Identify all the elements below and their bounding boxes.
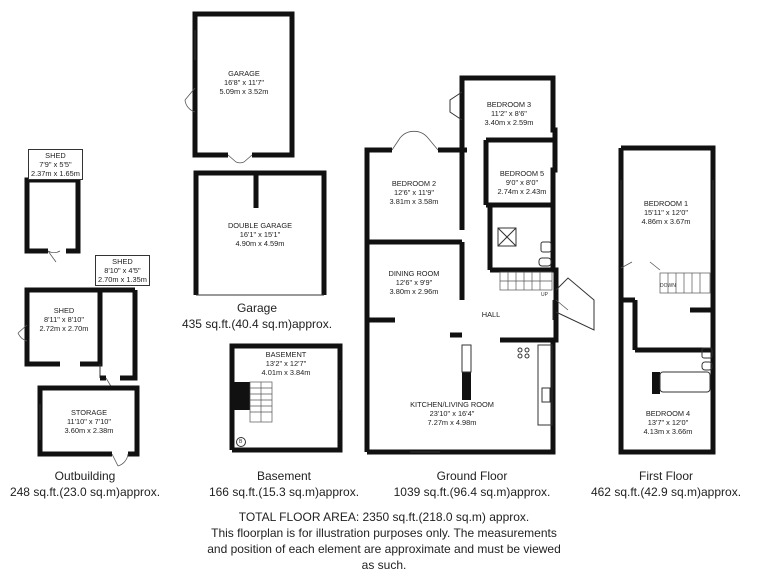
shed-small-door xyxy=(47,250,61,263)
label-hall: HALL xyxy=(481,310,501,319)
footer-disclaimer: TOTAL FLOOR AREA: 2350 sq.ft.(218.0 sq.m… xyxy=(0,509,768,573)
caption-garage: Garage 435 sq.ft.(40.4 sq.m)approx. xyxy=(182,300,332,332)
stairs-up-marker: UP xyxy=(541,292,548,298)
label-shed-right: SHED 8'10" x 4'5" 2.70m x 1.35m xyxy=(95,255,150,286)
caption-first-area: 462 sq.ft.(42.9 sq.m)approx. xyxy=(590,485,742,499)
basement-walls xyxy=(229,343,343,453)
boiler-icon xyxy=(236,437,246,447)
first-floor-plan xyxy=(618,145,716,455)
label-kitchen: KITCHEN/LIVING ROOM 23'10" x 16'4" 7.27m… xyxy=(410,400,494,427)
caption-first-title: First Floor xyxy=(638,469,693,483)
caption-garage-title: Garage xyxy=(236,301,278,315)
caption-outbuilding-area: 248 sq.ft.(23.0 sq.m)approx. xyxy=(9,485,161,499)
first-stairs xyxy=(659,272,711,294)
label-dining-room: DINING ROOM 12'6" x 9'9" 3.80m x 2.96m xyxy=(388,269,440,296)
caption-ground-title: Ground Floor xyxy=(436,469,508,483)
first-outer-walls xyxy=(618,145,716,455)
stairs-down-marker: DOWN xyxy=(660,283,676,289)
outbuilding-plan xyxy=(17,177,140,467)
wc-basin xyxy=(540,241,552,253)
label-shed-left: SHED 8'11" x 8'10" 2.72m x 2.70m xyxy=(39,306,89,333)
caption-basement-area: 166 sq.ft.(15.3 sq.m)approx. xyxy=(208,485,360,499)
caption-garage-area: 435 sq.ft.(40.4 sq.m)approx. xyxy=(181,317,333,331)
wc-toilet xyxy=(538,257,552,267)
entrance-porch xyxy=(555,277,595,331)
caption-ground-area: 1039 sq.ft.(96.4 sq.m)approx. xyxy=(393,485,551,499)
double-garage-walls xyxy=(193,170,327,295)
caption-ground-floor: Ground Floor 1039 sq.ft.(96.4 sq.m)appro… xyxy=(394,468,551,500)
label-garage: GARAGE 16'8" x 11'7" 5.09m x 3.52m xyxy=(219,69,269,96)
basement-stair-void xyxy=(232,382,250,410)
disclaimer-line-1: This floorplan is for illustration purpo… xyxy=(211,526,557,540)
caption-outbuilding-title: Outbuilding xyxy=(54,469,116,483)
storage-door xyxy=(111,453,129,467)
label-bedroom5: BEDROOM 5 9'0" x 8'0" 2.74m x 2.43m xyxy=(497,169,547,196)
ground-outer-walls xyxy=(364,147,392,452)
disclaimer-line-3: as such. xyxy=(361,558,407,572)
total-floor-area: TOTAL FLOOR AREA: 2350 sq.ft.(218.0 sq.m… xyxy=(238,510,530,524)
bath xyxy=(659,371,711,393)
shower-tray xyxy=(497,227,517,247)
basement-plan xyxy=(229,343,343,453)
garage-walls xyxy=(192,11,295,158)
caption-basement: Basement 166 sq.ft.(15.3 sq.m)approx. xyxy=(209,468,359,500)
first-basin xyxy=(701,347,713,359)
garage-plan xyxy=(184,11,327,296)
storage-walls xyxy=(37,385,140,457)
label-storage: STORAGE 11'10" x 7'10" 3.60m x 2.38m xyxy=(64,408,114,435)
label-bedroom3: BEDROOM 3 11'2" x 8'6" 3.40m x 2.59m xyxy=(484,100,534,127)
label-shed-small: SHED 7'9" x 5'5" 2.37m x 1.65m xyxy=(28,149,83,180)
label-bedroom2: BEDROOM 2 12'6" x 11'9" 3.81m x 3.58m xyxy=(389,179,439,206)
disclaimer-line-2: and position of each element are approxi… xyxy=(207,542,561,556)
boiler-marker: B xyxy=(239,439,243,445)
shed-left-door xyxy=(17,324,28,342)
shed-right-walls xyxy=(120,290,138,381)
caption-outbuilding: Outbuilding 248 sq.ft.(23.0 sq.m)approx. xyxy=(10,468,160,500)
chimney-breast xyxy=(462,372,471,400)
label-basement: BASEMENT 13'2" x 12'7" 4.01m x 3.84m xyxy=(261,350,311,377)
label-bedroom4: BEDROOM 4 13'7" x 12'0" 4.13m x 3.66m xyxy=(643,409,693,436)
garage-door xyxy=(227,154,253,164)
shed-small-walls xyxy=(24,177,81,254)
ground-floor-plan xyxy=(364,75,595,455)
kitchen-worktop xyxy=(537,344,553,426)
shed-left-walls xyxy=(24,287,103,367)
first-chimney xyxy=(652,372,660,394)
label-bedroom1: BEDROOM 1 15'11" x 12'0" 4.86m x 3.67m xyxy=(641,199,691,226)
caption-first-floor: First Floor 462 sq.ft.(42.9 sq.m)approx. xyxy=(591,468,741,500)
kitchen-sink xyxy=(541,387,551,403)
caption-basement-title: Basement xyxy=(256,469,312,483)
bedroom2-french-doors xyxy=(391,130,439,151)
label-double-garage: DOUBLE GARAGE 16'1" x 15'1" 4.90m x 4.59… xyxy=(227,221,293,248)
